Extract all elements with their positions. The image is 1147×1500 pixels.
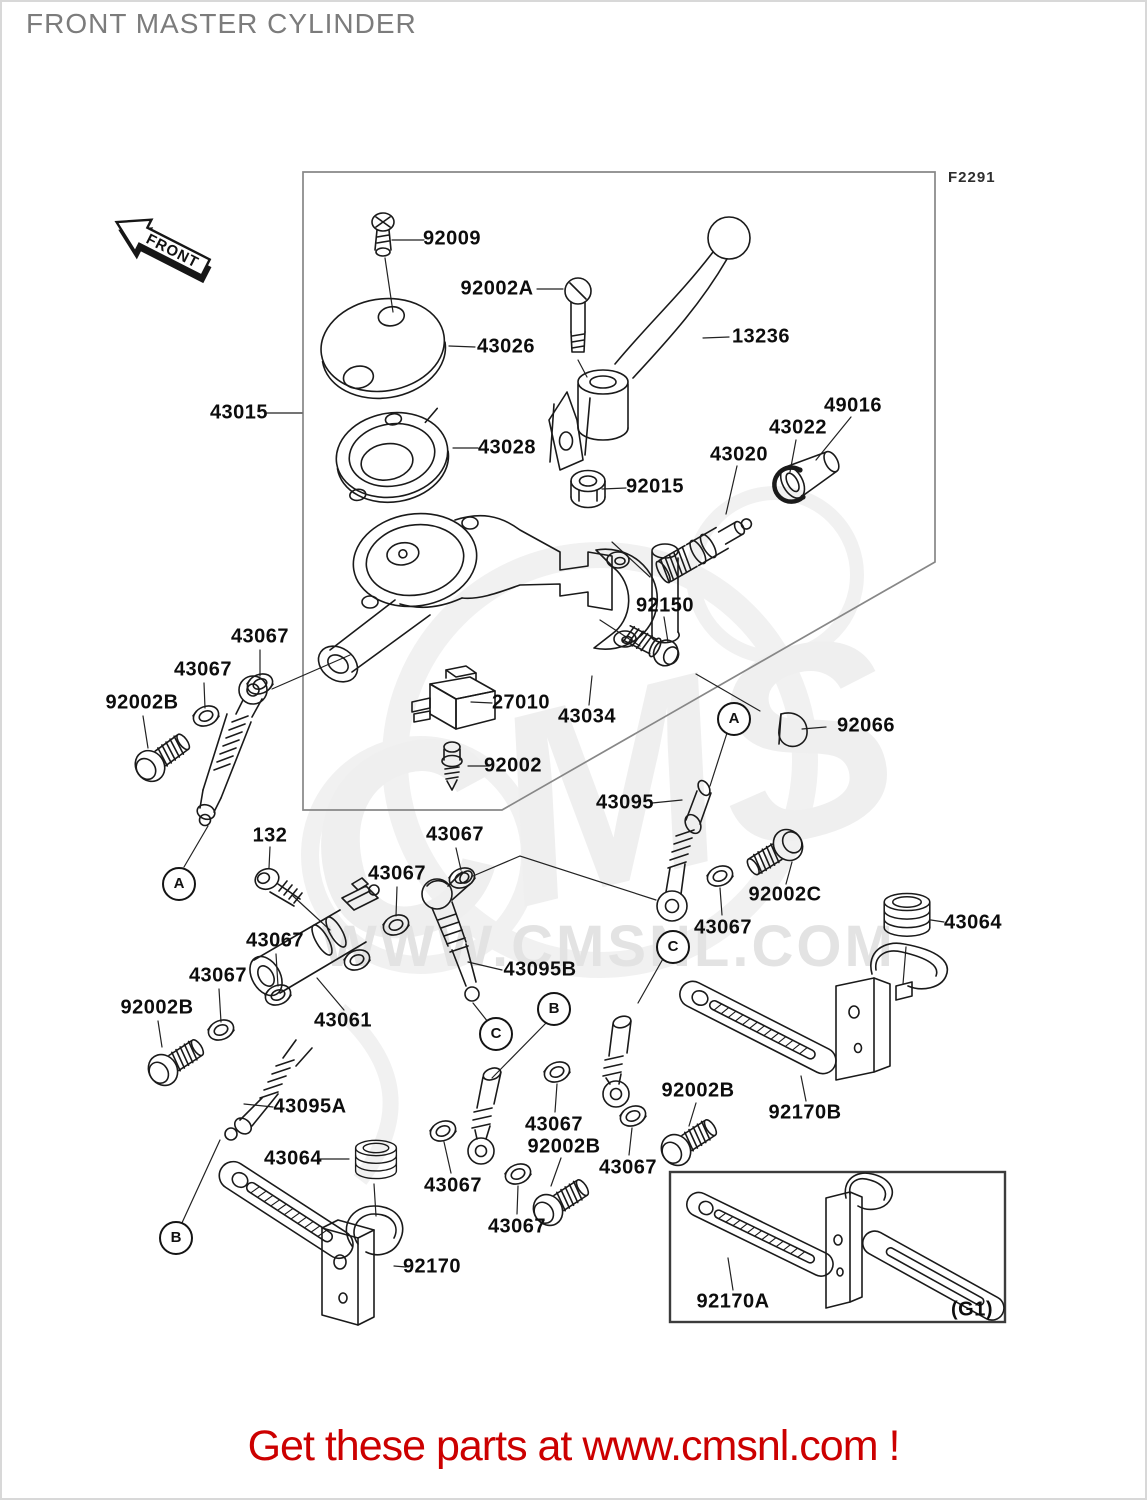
part-label-43026: 43026 <box>476 335 536 358</box>
part-label-13236: 13236 <box>731 325 791 348</box>
part-label-92002b-1: 92002B <box>105 691 179 714</box>
part-label-27010: 27010 <box>491 691 551 714</box>
part-label-92002a: 92002A <box>460 277 534 300</box>
part-label-43067-3: 43067 <box>425 823 485 846</box>
part-label-92015: 92015 <box>625 475 685 498</box>
part-label-92150: 92150 <box>635 594 695 617</box>
brake-lever-13236 <box>548 216 751 471</box>
bracket-92170 <box>218 1160 404 1326</box>
part-label-43095b: 43095B <box>503 958 577 981</box>
part-label-43022: 43022 <box>768 416 828 439</box>
part-label-43095: 43095 <box>595 791 655 814</box>
part-label-43067-1: 43067 <box>230 625 290 648</box>
brake-hose-upper-left <box>196 675 268 827</box>
piston-set-43020 <box>655 518 753 584</box>
main-assembly-box <box>302 171 936 811</box>
brake-switch-27010 <box>411 665 496 730</box>
part-label-g1: (G1) <box>951 1298 993 1321</box>
joint-fitting-43061 <box>249 877 380 997</box>
brake-hose-43095a <box>224 1039 313 1141</box>
holder-clamp-43034 <box>593 543 680 650</box>
part-label-43067-6: 43067 <box>245 929 305 952</box>
ref-circle-c: C <box>656 930 690 964</box>
part-label-92009: 92009 <box>422 227 482 250</box>
part-label-43064-l: 43064 <box>263 1147 323 1170</box>
part-label-92002b-4: 92002B <box>527 1135 601 1158</box>
part-label-43061: 43061 <box>313 1009 373 1032</box>
part-label-43064-r: 43064 <box>943 911 1003 934</box>
part-label-92066: 92066 <box>836 714 896 737</box>
part-label-43067-7: 43067 <box>188 964 248 987</box>
part-label-43067-9: 43067 <box>598 1156 658 1179</box>
ref-circle-a: A <box>162 867 196 901</box>
part-label-92170a: 92170A <box>696 1290 770 1313</box>
part-label-92002c: 92002C <box>748 883 822 906</box>
bleeder-screw-92002 <box>441 741 463 791</box>
hose-link-c <box>602 1015 632 1108</box>
part-label-43020: 43020 <box>709 443 769 466</box>
watermark-url-text: WWW.CMSNL.COM <box>322 914 896 979</box>
part-label-43028: 43028 <box>477 436 537 459</box>
part-label-92002b-3: 92002B <box>661 1079 735 1102</box>
part-label-49016: 49016 <box>823 394 883 417</box>
part-label-92002: 92002 <box>483 754 543 777</box>
part-label-43067-10: 43067 <box>423 1174 483 1197</box>
ref-circle-b: B <box>159 1221 193 1255</box>
part-label-43067-11: 43067 <box>487 1215 547 1238</box>
inset-box-g1 <box>668 1170 1007 1324</box>
hose-link-b <box>467 1067 502 1165</box>
part-label-92002b-2: 92002B <box>120 996 194 1019</box>
cap-screw-92009 <box>371 212 395 257</box>
brake-hose-43095 <box>656 779 712 922</box>
plug-cap-92066 <box>778 712 808 748</box>
bracket-92170a <box>686 1172 1005 1321</box>
reservoir-cap-43026 <box>320 297 447 400</box>
bolt-132 <box>254 867 303 907</box>
ref-circle-c: C <box>479 1017 513 1051</box>
part-label-43067-2: 43067 <box>173 658 233 681</box>
bracket-92170b <box>679 942 949 1081</box>
part-label-43015: 43015 <box>209 401 269 424</box>
part-label-92170b: 92170B <box>768 1101 842 1124</box>
part-label-132: 132 <box>252 824 288 847</box>
part-label-92170: 92170 <box>402 1255 462 1278</box>
master-cylinder-body-drawing <box>317 512 613 683</box>
figure-code: F2291 <box>948 169 996 186</box>
pivot-bolt-92002a <box>564 277 592 353</box>
page-title: FRONT MASTER CYLINDER <box>26 8 417 39</box>
part-label-43067-5: 43067 <box>693 916 753 939</box>
part-label-43067-8: 43067 <box>524 1113 584 1136</box>
diaphragm-plate-43028 <box>335 407 450 504</box>
lever-nut-92015 <box>570 469 606 509</box>
footer-banner: Get these parts at www.cmsnl.com ! <box>247 1422 901 1470</box>
ref-circle-b: B <box>537 992 571 1026</box>
dust-boot-49016 <box>779 450 840 499</box>
part-label-43095a: 43095A <box>273 1095 347 1118</box>
part-label-43034: 43034 <box>557 705 617 728</box>
ref-circle-a: A <box>717 702 751 736</box>
part-label-43067-4: 43067 <box>367 862 427 885</box>
